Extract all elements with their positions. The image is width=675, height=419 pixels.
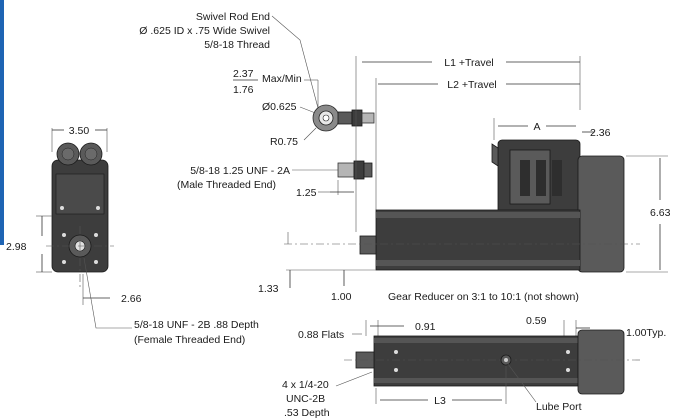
holes-thread: UNC-2B	[286, 393, 325, 405]
male-stud	[337, 162, 355, 178]
swivel-leader	[271, 15, 319, 109]
flats-label: 0.88 Flats	[298, 329, 344, 341]
swivel-title: Swivel Rod End	[196, 11, 270, 23]
swivel-thread: 5/8-18 Thread	[204, 39, 270, 51]
swivel-neck	[337, 111, 353, 125]
dim-0-91: 0.91	[415, 321, 436, 333]
dim-6-63: 6.63	[650, 207, 671, 219]
motor-connector	[491, 143, 499, 167]
length-l1: L1 +Travel	[444, 57, 494, 69]
swivel-size: Ø .625 ID x .75 Wide Swivel	[139, 25, 270, 37]
holes-depth: .53 Depth	[284, 407, 330, 419]
dim-a: A	[533, 121, 540, 133]
min-value: 1.76	[233, 84, 254, 96]
bottom-gear-housing	[577, 329, 625, 395]
dim-1-00-typ: 1.00Typ.	[626, 327, 666, 339]
swivel-rod-end: Swivel Rod End Ø .625 ID x .75 Wide Swiv…	[139, 11, 375, 148]
end-view-height: 2.98	[6, 241, 27, 253]
accent-bar	[0, 0, 4, 245]
swivel-nut	[351, 109, 363, 127]
length-l2: L2 +Travel	[447, 79, 497, 91]
male-threaded-end: 5/8-18 1.25 UNF - 2A (Male Threaded End)…	[177, 160, 373, 199]
extension-rod	[359, 235, 377, 255]
dim-1-00: 1.00	[331, 291, 352, 303]
bottom-view: 0.88 Flats 0.91 0.59 1.00Typ. 4 x 1/4-20…	[282, 315, 666, 419]
female-thread-spec: 5/8-18 UNF - 2B .88 Depth	[134, 319, 259, 331]
eye-radius: R0.75	[270, 136, 298, 148]
dim-l3: L3	[434, 395, 446, 407]
male-nut	[353, 160, 365, 180]
holes-count: 4 x 1/4-20	[282, 379, 329, 391]
max-value: 2.37	[233, 68, 254, 80]
eye-diameter: Ø0.625	[262, 101, 297, 113]
maxmin-label: Max/Min	[262, 73, 302, 85]
dim-0-59: 0.59	[526, 315, 547, 327]
end-view-offset: 2.66	[121, 293, 142, 305]
dim-1-33: 1.33	[258, 283, 279, 295]
side-view: L1 +Travel L2 +Travel A 2.36 6.63	[258, 56, 671, 303]
end-view: 3.50 2.98 2.66	[6, 125, 259, 346]
male-thread-spec: 5/8-18 1.25 UNF - 2A	[190, 165, 290, 177]
female-thread-caption: (Female Threaded End)	[134, 334, 245, 346]
dim-2-36: 2.36	[590, 127, 611, 139]
gear-housing	[577, 155, 625, 273]
male-dim: 1.25	[296, 187, 317, 199]
lube-port-label: Lube Port	[536, 401, 582, 413]
male-thread-caption: (Male Threaded End)	[177, 179, 276, 191]
end-view-width: 3.50	[69, 125, 90, 137]
gear-reducer-note: Gear Reducer on 3:1 to 10:1 (not shown)	[388, 291, 579, 303]
swivel-thread	[361, 112, 375, 124]
